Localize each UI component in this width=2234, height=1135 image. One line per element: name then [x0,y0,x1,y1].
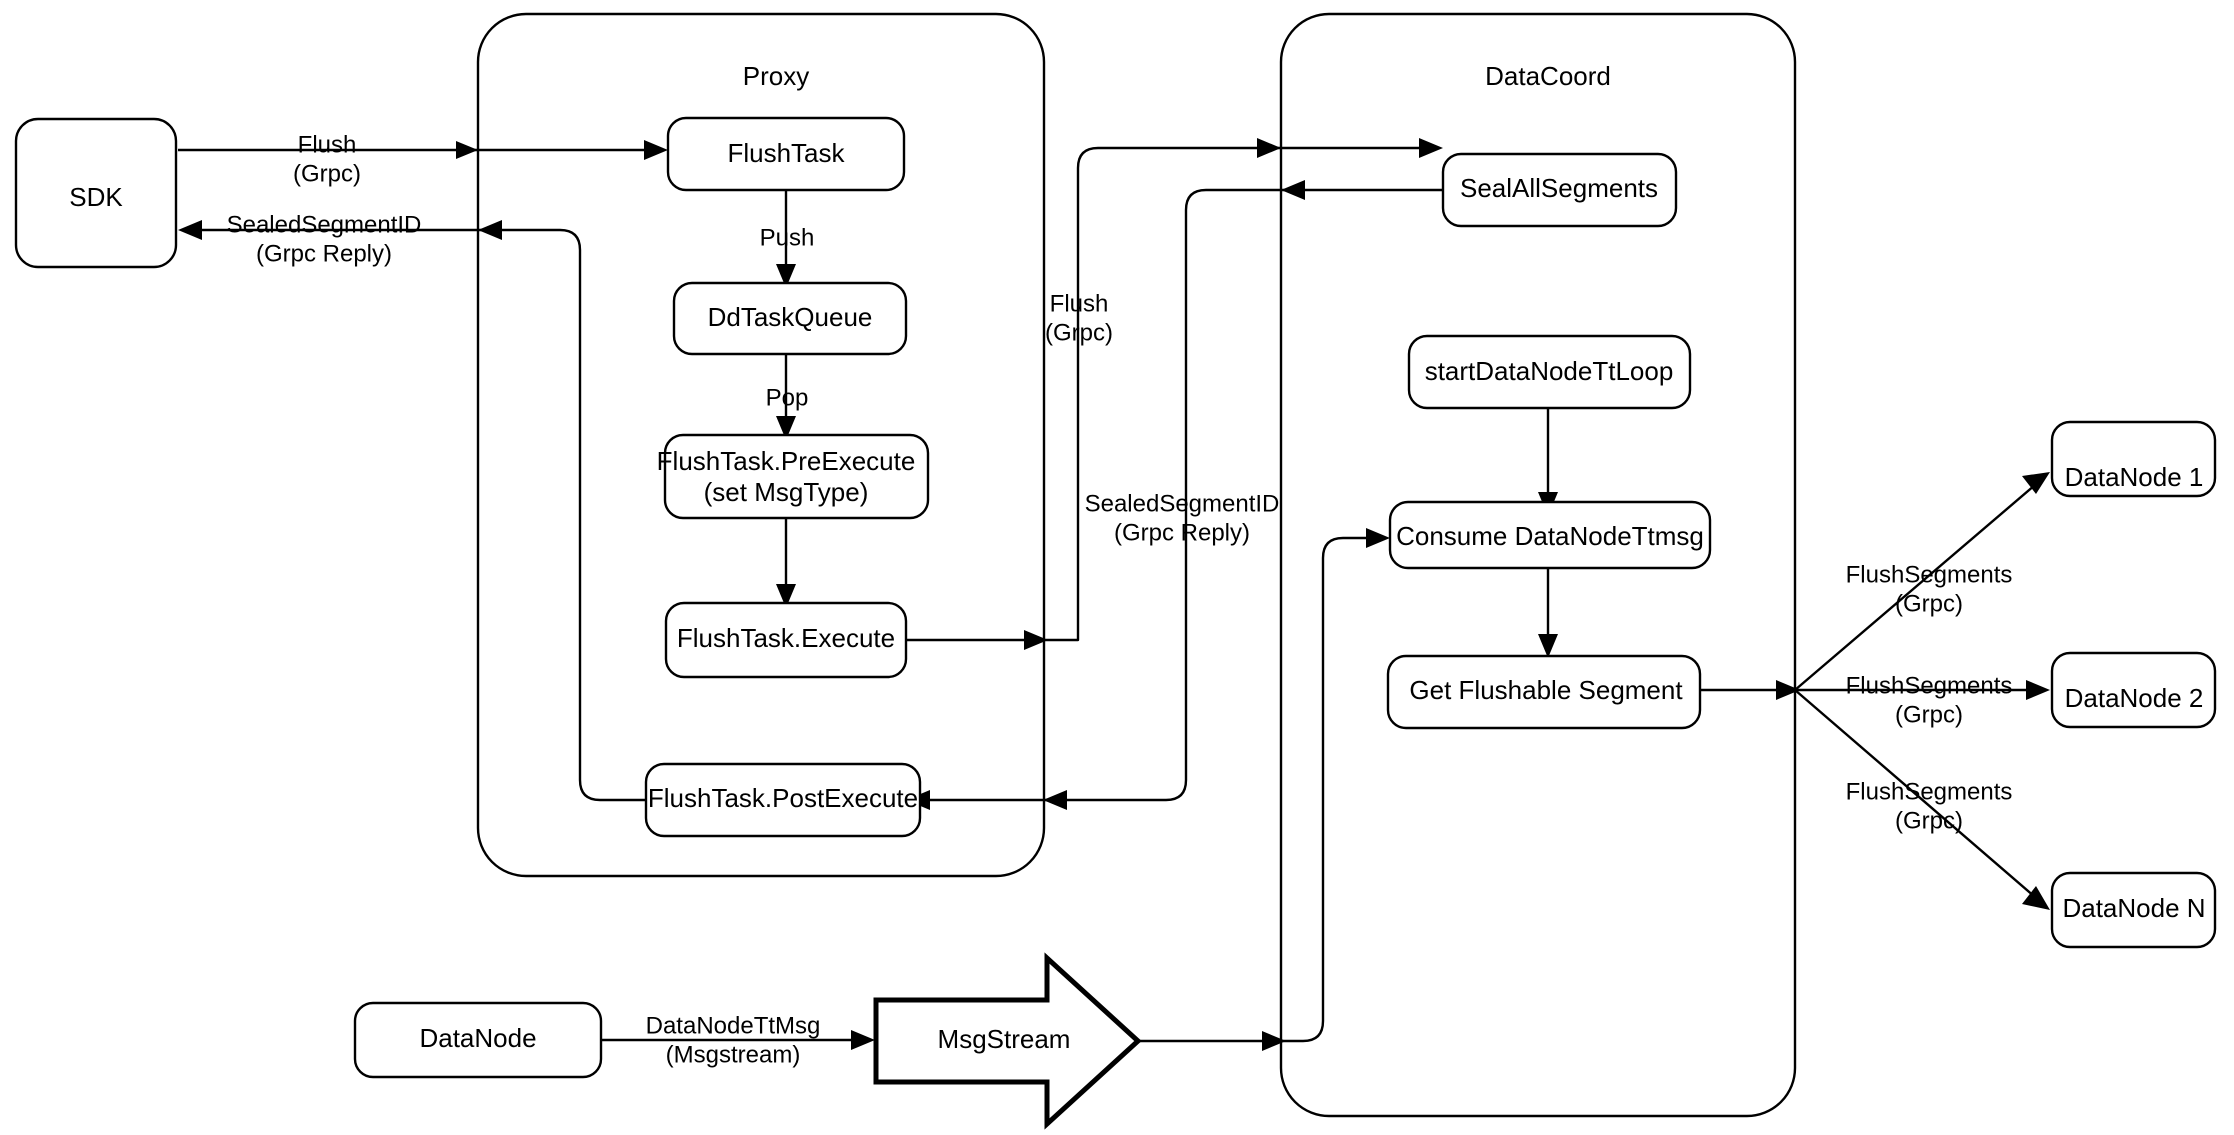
edge-label-flushsegments-1-line1: FlushSegments [1846,561,2013,588]
arrowhead-getflushable-to-hub [1776,680,1800,700]
node-datanode-2-label: DataNode 2 [2065,683,2204,713]
edge-label-flushsegments-2-line2: (Grpc) [1895,701,1963,728]
edge-label-sealedsegmentid-line2: (Grpc Reply) [256,240,392,267]
edge-flush-grpc-to-datacoord [1043,146,1430,642]
node-sdk[interactable] [14,117,178,269]
node-flushtask[interactable] [666,116,906,192]
node-consumedatanodettmsg-label: Consume DataNodeTtmsg [1396,521,1704,551]
edge-label-flushsegments-2-line1: FlushSegments [1846,672,2013,699]
node-datanode-bottom-label: DataNode [419,1023,536,1053]
edge-label-datanodettmsg-line1: DataNodeTtMsg [646,1012,821,1039]
arrowhead-to-datanode1 [2022,472,2050,494]
arrowhead-to-datanoden [2022,886,2050,910]
node-getflushablesegment-label: Get Flushable Segment [1409,675,1683,705]
node-preexecute[interactable] [663,433,930,520]
node-sealallsegments-label: SealAllSegments [1460,173,1658,203]
edge-label-coord-to-proxy-line2: (Grpc Reply) [1114,519,1250,546]
node-datanode-1-label: DataNode 1 [2065,462,2204,492]
edge-label-push: Push [760,224,815,251]
node-msgstream[interactable] [873,952,1142,1130]
arrowhead-flush-at-datacoord-wall [1257,138,1281,158]
arrowhead-push [776,264,796,288]
node-ddtaskqueue-label: DdTaskQueue [708,302,873,332]
edge-label-flush-grpc-line2: (Grpc) [293,160,361,187]
edge-label-flushsegments-n-line2: (Grpc) [1895,807,1963,834]
edge-hub-to-datanode1 [1794,484,2036,691]
arrowhead-execute-to-wall [1024,630,1048,650]
edge-label-sealedsegmentid-line1: SealedSegmentID [227,211,422,238]
node-startdatanodettloop-label: startDataNodeTtLoop [1425,356,1674,386]
node-postexecute-label: FlushTask.PostExecute [648,783,918,813]
arrowhead-flush-to-sealallsegments [1419,138,1443,158]
node-execute[interactable] [664,601,908,679]
edge-hub-to-datanoden [1794,689,2036,898]
edge-label-pop: Pop [766,384,809,411]
arrowhead-reply-at-datacoord-wall [1281,180,1305,200]
node-msgstream-label: MsgStream [938,1024,1071,1054]
arrowhead-reply-at-proxy-wall [1043,790,1067,810]
group-datacoord-title: DataCoord [1485,61,1611,91]
node-preexecute-label-line2: (set MsgType) [704,477,869,507]
arrowhead-sdk-to-proxy-wall [456,141,478,159]
arrowhead-consume-to-getflushable [1538,634,1558,658]
edge-label-flushsegments-1-line2: (Grpc) [1895,590,1963,617]
edge-label-datanodettmsg-line2: (Msgstream) [666,1041,801,1068]
node-preexecute-label-line1: FlushTask.PreExecute [657,446,916,476]
arrowhead-sdk-to-flushtask [644,140,668,160]
edge-label-coord-to-proxy-line1: SealedSegmentID [1085,490,1280,517]
node-datanode-2[interactable] [2050,651,2217,729]
node-postexecute[interactable] [644,762,922,838]
arrowhead-return-at-proxy-wall [478,220,502,240]
node-datanode-n-label: DataNode N [2062,893,2205,923]
node-startdatanodettloop[interactable] [1407,334,1692,410]
arrowhead-msgstream-into-consume [1366,528,1390,548]
group-proxy-title: Proxy [743,61,809,91]
arrowhead-pop [776,416,796,440]
node-flushtask-label: FlushTask [727,138,845,168]
edge-label-flushsegments-n-line1: FlushSegments [1846,778,2013,805]
node-datanode-n[interactable] [2050,871,2217,949]
node-sdk-label: SDK [69,182,123,212]
node-sealallsegments[interactable] [1441,152,1678,228]
node-datanode-bottom[interactable] [353,1001,603,1079]
arrowhead-datanode-to-msgstream [851,1030,875,1050]
edge-msgstream-into-consume [1281,536,1375,1043]
arrowhead-preexecute-to-execute [776,584,796,608]
edge-label-flush-grpc-line1: Flush [298,131,357,158]
edge-sealedsegmentid-to-proxy [920,188,1443,802]
edge-label-proxy-to-coord-line1: Flush [1050,290,1109,317]
arrowhead-msgstream-to-datacoord [1262,1031,1286,1051]
arrowhead-to-sdk [178,220,202,240]
node-getflushablesegment[interactable] [1386,654,1702,730]
node-datanode-1[interactable] [2050,420,2217,498]
arrowhead-to-datanode2 [2026,680,2050,700]
node-execute-label: FlushTask.Execute [677,623,895,653]
edge-label-proxy-to-coord-line2: (Grpc) [1045,319,1113,346]
edge-postexecute-to-sdk [200,228,646,802]
node-consumedatanodettmsg[interactable] [1388,500,1712,570]
node-ddtaskqueue[interactable] [672,281,908,356]
